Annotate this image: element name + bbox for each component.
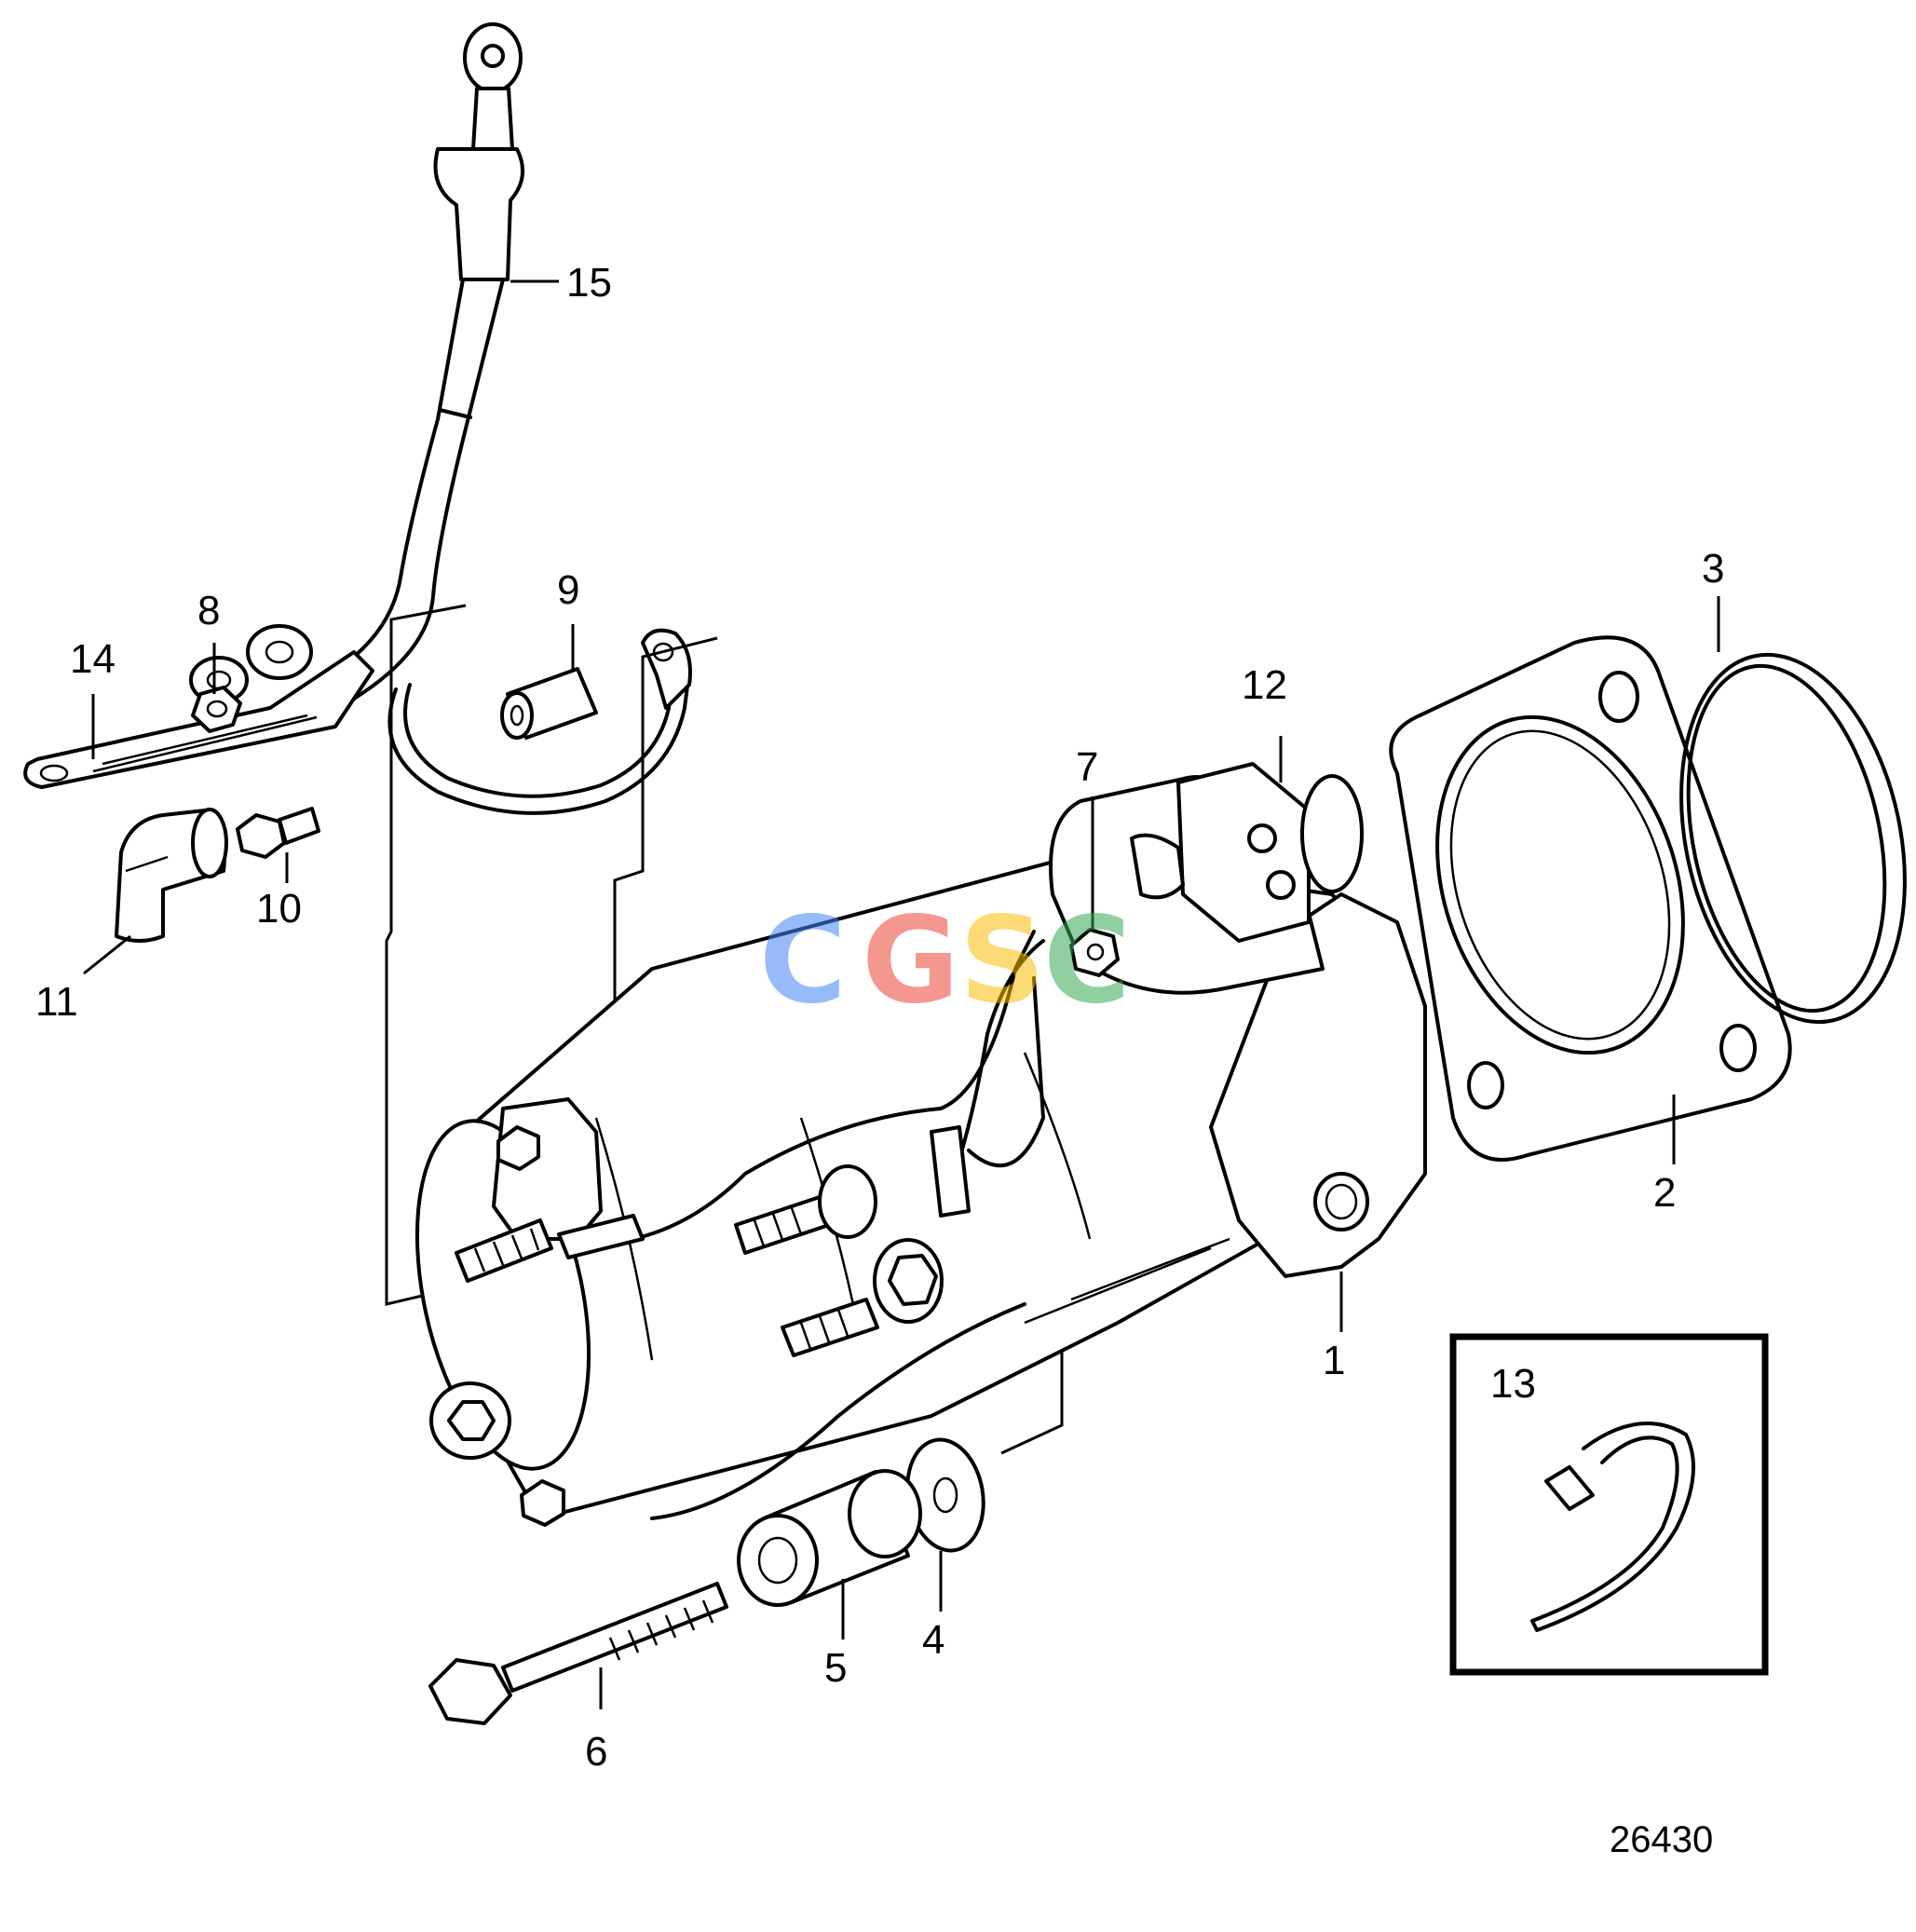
inset-cable-tie-13 — [1449, 1333, 1769, 1676]
spacer-9 — [500, 667, 598, 740]
flange-gasket-2 — [1389, 635, 1792, 1162]
callout-5: 5 — [824, 1645, 847, 1691]
callout-15: 15 — [566, 260, 612, 306]
bolt-6 — [428, 1582, 728, 1725]
starter-motor-1 — [414, 855, 1427, 1527]
callout-14: 14 — [70, 636, 116, 682]
callout-1: 1 — [1323, 1338, 1345, 1383]
callout-2: 2 — [1653, 1170, 1676, 1216]
callout-7: 7 — [1076, 744, 1098, 790]
watermark-logo: C G S C — [759, 891, 1131, 1030]
nut-7 — [1069, 928, 1120, 977]
watermark-letter-4: C — [1043, 891, 1131, 1030]
ground-cable-loop — [387, 628, 692, 815]
callout-10: 10 — [256, 886, 302, 932]
o-ring-3 — [1679, 652, 1907, 1025]
callout-3: 3 — [1702, 546, 1724, 592]
callout-8: 8 — [197, 588, 220, 633]
callout-6: 6 — [585, 1729, 607, 1775]
callout-4: 4 — [922, 1617, 944, 1663]
terminal-boot-11 — [115, 808, 228, 943]
callout-12: 12 — [1242, 662, 1287, 708]
figure-number: 26430 — [1610, 1819, 1713, 1860]
spacer-5 — [737, 1469, 922, 1607]
bolt-10 — [236, 807, 320, 859]
watermark-letter-3: S — [959, 891, 1045, 1030]
battery-cable-15 — [333, 22, 525, 701]
callout-11: 11 — [35, 979, 78, 1025]
solenoid-12 — [1049, 762, 1364, 995]
motor-wiring — [557, 930, 1045, 1520]
callout-13: 13 — [1490, 1361, 1536, 1407]
callout-9: 9 — [557, 567, 579, 613]
leader-lines — [83, 279, 1720, 1709]
nut-8 — [191, 686, 242, 733]
watermark-letter-1: C — [759, 891, 847, 1030]
watermark-letter-2: G — [862, 891, 959, 1030]
